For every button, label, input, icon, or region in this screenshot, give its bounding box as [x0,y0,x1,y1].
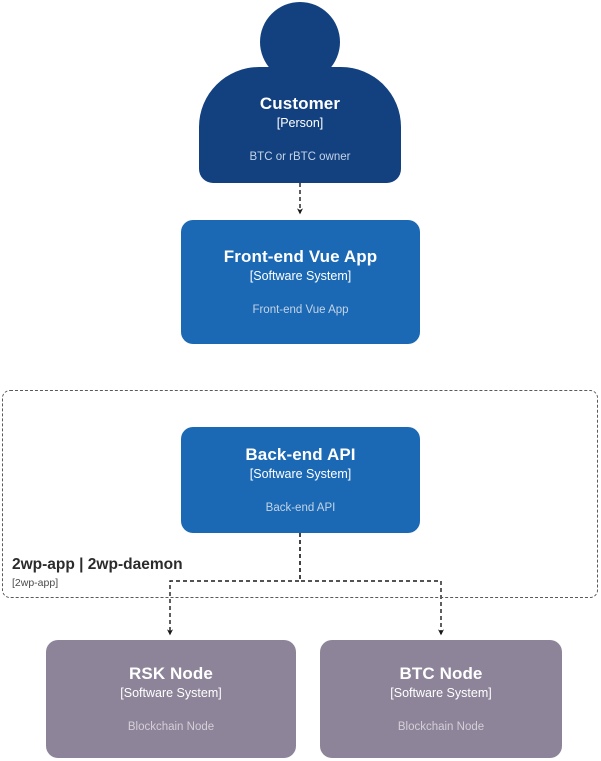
rsk-node-type: [Software System] [120,685,222,700]
btc-node-type: [Software System] [390,685,492,700]
customer-type: [Person] [276,115,324,130]
frontend-title: Front-end Vue App [223,247,378,267]
customer-description: BTC or rBTC owner [249,150,351,163]
btc-node-description: Blockchain Node [397,720,485,733]
element-rsk-node[interactable]: RSK Node [Software System] Blockchain No… [46,640,296,758]
customer-title: Customer [259,94,341,113]
backend-description: Back-end API [265,501,336,514]
frontend-description: Front-end Vue App [252,303,349,316]
boundary-label: 2wp-app | 2wp-daemon [2wp-app] [12,556,183,590]
element-btc-node[interactable]: BTC Node [Software System] Blockchain No… [320,640,562,758]
rsk-node-title: RSK Node [129,664,213,684]
element-frontend-vue-app[interactable]: Front-end Vue App [Software System] Fron… [181,220,420,344]
element-backend-api[interactable]: Back-end API [Software System] Back-end … [181,427,420,533]
btc-node-title: BTC Node [399,664,483,684]
boundary-type: [2wp-app] [12,576,59,589]
frontend-type: [Software System] [249,268,352,283]
rsk-node-description: Blockchain Node [127,720,215,733]
boundary-name: 2wp-app | 2wp-daemon [12,556,183,573]
boundary-2wp-app [2,390,598,598]
element-customer[interactable]: Customer [Person] BTC or rBTC owner [199,2,401,183]
customer-body: Customer [Person] BTC or rBTC owner [199,67,401,183]
backend-title: Back-end API [245,445,356,465]
backend-type: [Software System] [249,466,352,481]
